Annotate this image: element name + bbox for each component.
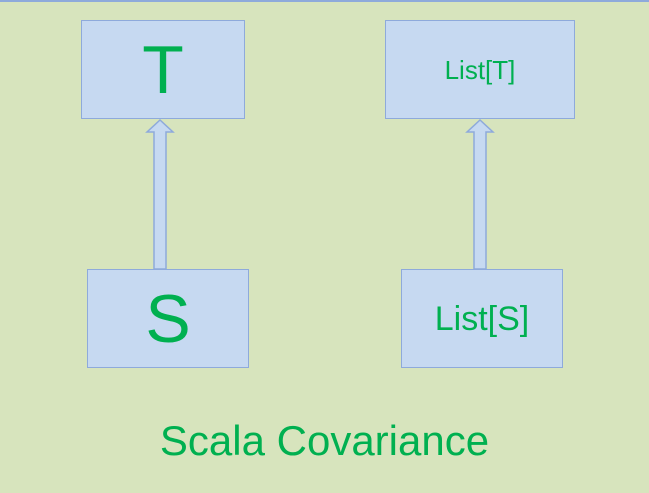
node-S: S	[87, 269, 249, 368]
arrow-S-to-T	[145, 118, 175, 270]
node-list-T: List[T]	[385, 20, 575, 119]
node-list-S: List[S]	[401, 269, 563, 368]
node-T-label: T	[142, 31, 184, 108]
diagram-caption: Scala Covariance	[159, 417, 490, 464]
node-S-label: S	[145, 280, 191, 357]
node-list-T-label: List[T]	[444, 54, 516, 85]
node-list-S-label: List[S]	[434, 299, 530, 338]
node-T: T	[81, 20, 245, 119]
arrow-ListS-to-ListT	[465, 118, 495, 270]
